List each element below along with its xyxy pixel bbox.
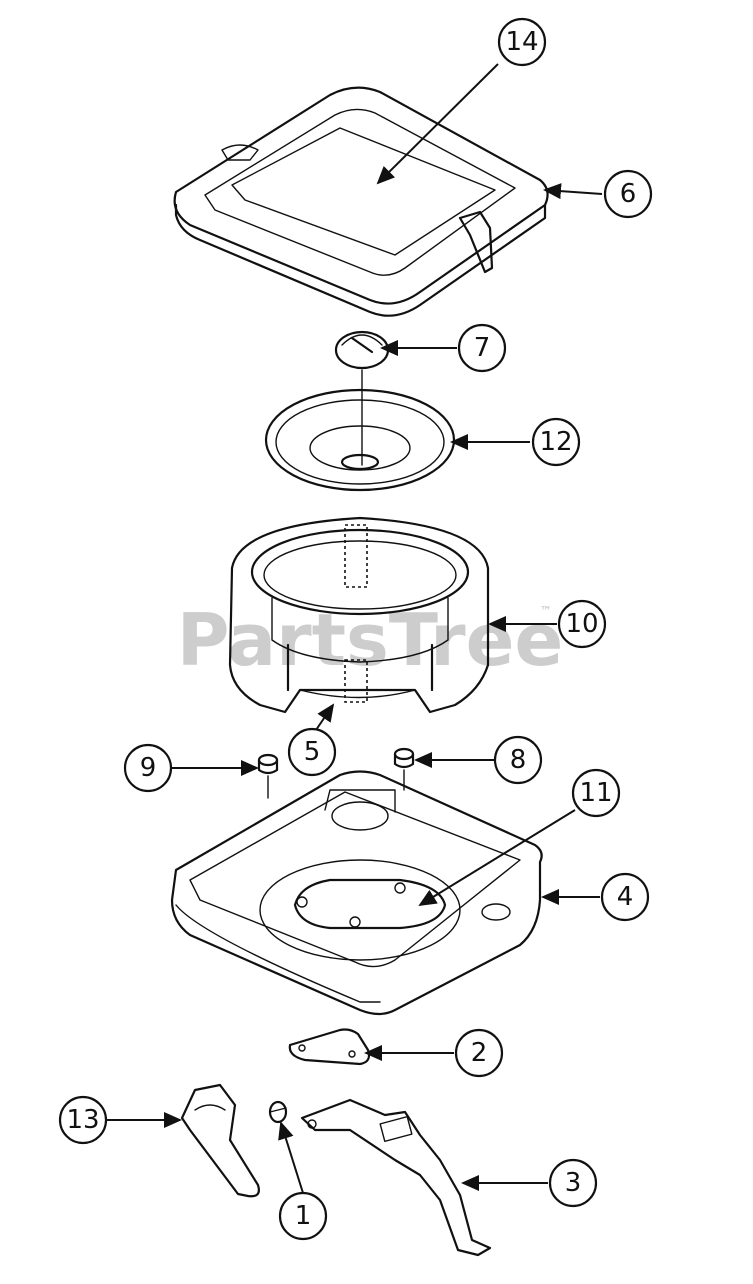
callout-5[interactable]: 5 [287,727,337,777]
callout-6[interactable]: 6 [603,169,653,219]
callout-13[interactable]: 13 [58,1095,108,1145]
svg-text:3: 3 [565,1168,582,1198]
callout-9[interactable]: 9 [123,743,173,793]
part-clip [268,1100,288,1124]
leader-5 [315,703,335,731]
watermark: PartsTree [177,598,564,682]
part-filter-element [228,516,490,714]
part-wing-nut [334,330,390,370]
leader-11 [418,809,576,907]
part-gasket [288,1028,371,1066]
part-filter-plate [264,388,456,492]
watermark-trademark: ™ [540,604,552,618]
leader-14 [376,63,499,185]
callout-1[interactable]: 1 [278,1191,328,1241]
callout-11[interactable]: 11 [571,768,621,818]
svg-text:2: 2 [471,1038,488,1068]
svg-text:5: 5 [304,737,321,767]
part-screw-left [257,753,279,799]
callout-8[interactable]: 8 [493,735,543,785]
callout-7[interactable]: 7 [457,323,507,373]
part-cover [173,86,549,317]
svg-text:14: 14 [505,27,538,57]
svg-text:10: 10 [565,609,598,639]
callout-14[interactable]: 14 [497,17,547,67]
leader-6 [543,183,603,200]
part-bracket-arm [300,1098,492,1257]
leader-1 [278,1121,304,1194]
callout-2[interactable]: 2 [454,1028,504,1078]
svg-text:12: 12 [539,427,572,457]
svg-text:8: 8 [510,745,527,775]
part-base [170,770,543,1016]
callout-12[interactable]: 12 [531,417,581,467]
callout-3[interactable]: 3 [548,1158,598,1208]
svg-text:6: 6 [620,179,637,209]
svg-text:7: 7 [474,333,491,363]
callout-10[interactable]: 10 [557,599,607,649]
svg-text:9: 9 [140,753,157,783]
svg-text:4: 4 [617,882,634,912]
svg-text:11: 11 [579,778,612,808]
svg-text:13: 13 [66,1105,99,1135]
callout-4[interactable]: 4 [600,872,650,922]
svg-text:1: 1 [295,1201,312,1231]
part-bracket-left [180,1083,260,1198]
